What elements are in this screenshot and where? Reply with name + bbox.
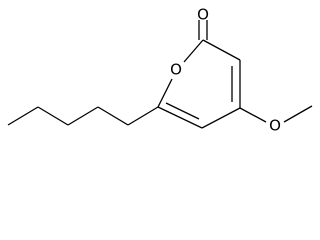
carbonyl-oxygen-label: O bbox=[197, 6, 209, 24]
bond-chain-1 bbox=[7, 106, 39, 126]
chemical-structure: O O O bbox=[7, 6, 313, 135]
bond-chain-4 bbox=[97, 106, 129, 126]
bond-chain-5 bbox=[127, 106, 159, 126]
bond-chain-2 bbox=[37, 106, 69, 126]
bond-c4-o-methoxy bbox=[239, 107, 267, 123]
bond-chain-3 bbox=[67, 106, 99, 126]
bond-c2-c3 bbox=[202, 39, 241, 61]
bond-o1-c2 bbox=[183, 39, 204, 63]
bond-c6-o1 bbox=[157, 78, 173, 108]
bond-o-methyl bbox=[283, 105, 313, 123]
ring-oxygen-label: O bbox=[170, 61, 182, 79]
methoxy-oxygen-label: O bbox=[269, 117, 281, 135]
bond-c5-c6-inner bbox=[165, 102, 200, 120]
bond-c4-c5 bbox=[201, 107, 241, 129]
bond-c5-c6 bbox=[157, 106, 203, 129]
